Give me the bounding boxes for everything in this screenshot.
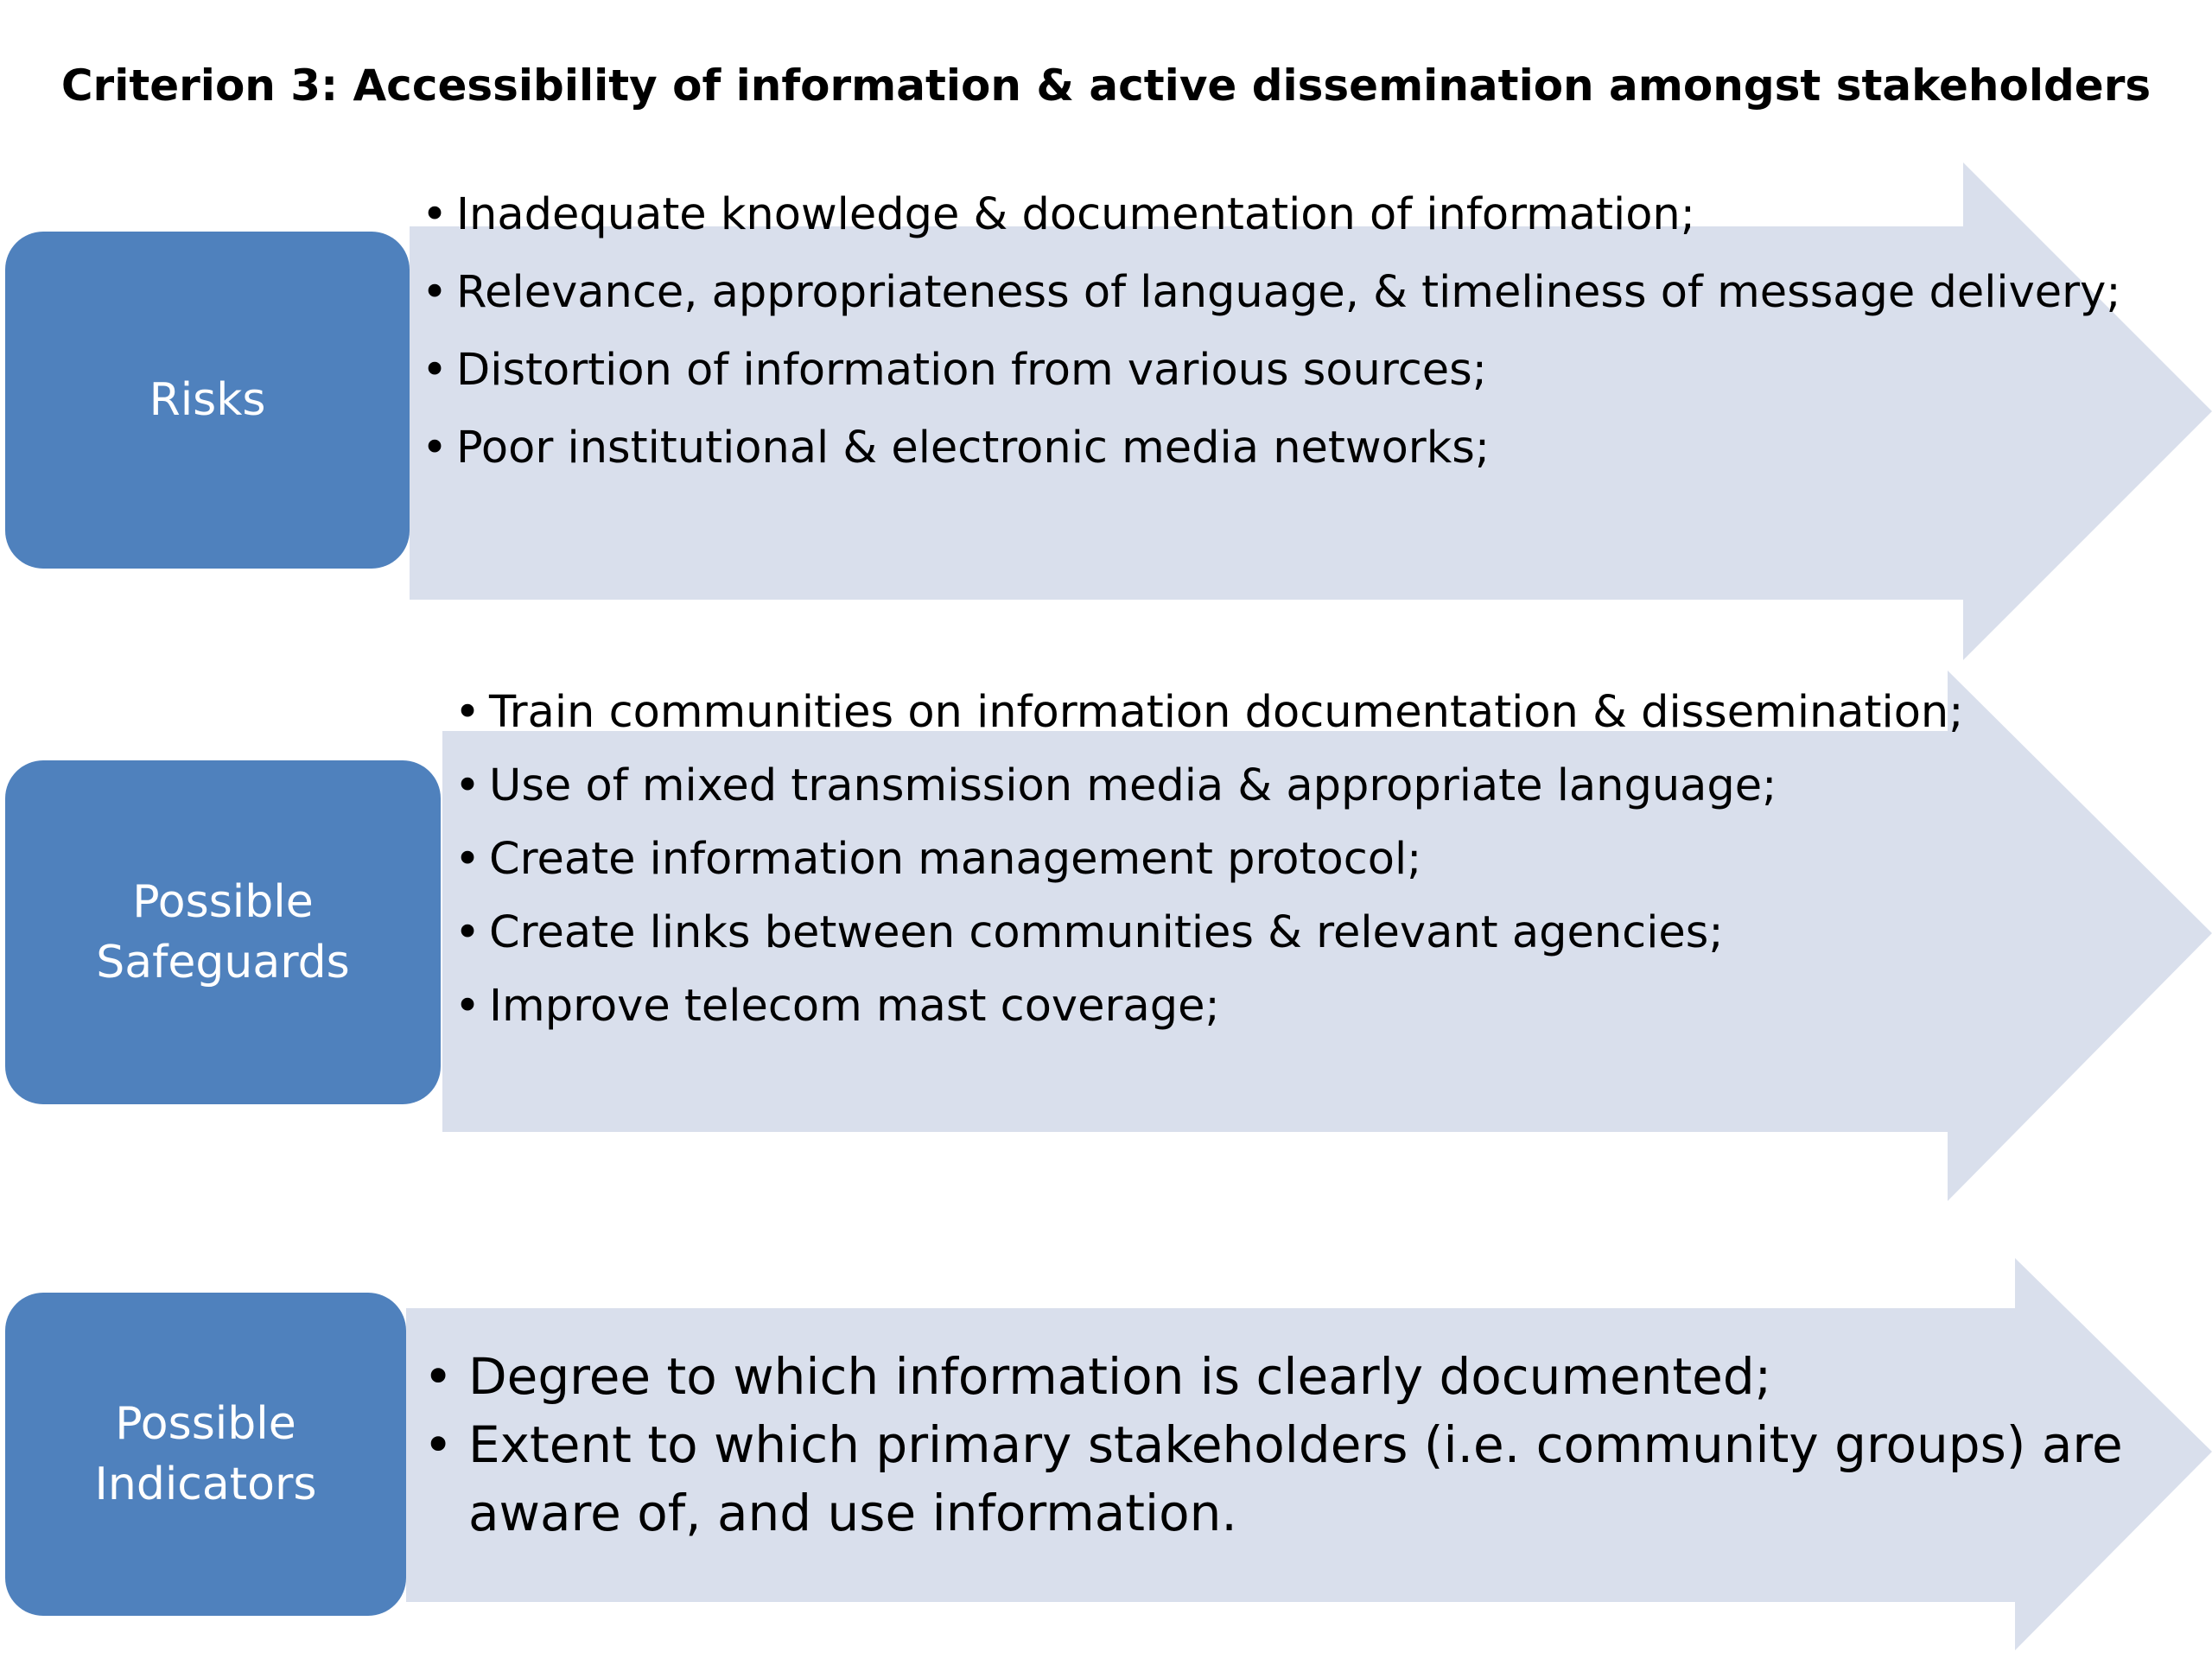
bullet-icon: • <box>423 1415 454 1474</box>
bullet-icon: • <box>422 345 448 396</box>
bullet-icon: • <box>454 981 481 1032</box>
list-item-text: Improve telecom mast coverage; <box>489 981 1220 1032</box>
bullet-icon: • <box>454 760 481 811</box>
indicators-label-box: Possible Indicators <box>5 1293 406 1616</box>
list-item-text: Degree to which information is clearly d… <box>468 1347 1772 1406</box>
list-item-text: Extent to which primary stakeholders (i.… <box>468 1415 2123 1542</box>
list-item-text: Train communities on information documen… <box>489 687 1964 738</box>
bullet-icon: • <box>454 834 481 885</box>
list-item: •Inadequate knowledge & documentation of… <box>422 176 2121 254</box>
list-item: •Poor institutional & electronic media n… <box>422 410 2121 487</box>
indicators-arrow <box>406 1258 2212 1650</box>
risks-label: Risks <box>149 374 266 426</box>
list-item-text: Inadequate knowledge & documentation of … <box>456 189 1695 240</box>
list-item-text: Poor institutional & electronic media ne… <box>456 423 1491 474</box>
bullet-icon: • <box>454 907 481 958</box>
list-item-text: Create links between communities & relev… <box>489 907 1724 958</box>
risks-label-box: Risks <box>5 232 410 569</box>
list-item: •Extent to which primary stakeholders (i… <box>423 1411 2153 1548</box>
bullet-icon: • <box>454 687 481 738</box>
indicators-label: Possible Indicators <box>94 1398 317 1510</box>
list-item-text: Create information management protocol; <box>489 834 1422 885</box>
diagram-title: Criterion 3: Accessibility of informatio… <box>60 60 2152 111</box>
list-item: •Use of mixed transmission media & appro… <box>454 749 1963 823</box>
list-item: •Create links between communities & rele… <box>454 896 1963 969</box>
list-item: •Distortion of information from various … <box>422 332 2121 410</box>
list-item: •Train communities on information docume… <box>454 676 1964 749</box>
list-item: •Degree to which information is clearly … <box>423 1343 2153 1411</box>
indicators-list: •Degree to which information is clearly … <box>423 1343 2153 1548</box>
list-item: •Improve telecom mast coverage; <box>454 969 1963 1043</box>
risks-list: •Inadequate knowledge & documentation of… <box>422 176 2121 487</box>
safeguards-list: •Train communities on information docume… <box>454 676 1964 1043</box>
bullet-icon: • <box>423 1347 454 1406</box>
bullet-icon: • <box>422 267 448 318</box>
safeguards-label-box: Possible Safeguards <box>5 760 441 1104</box>
list-item: •Create information management protocol; <box>454 823 1963 896</box>
list-item-text: Distortion of information from various s… <box>456 345 1487 396</box>
list-item-text: Use of mixed transmission media & approp… <box>489 760 1777 811</box>
bullet-icon: • <box>422 189 448 240</box>
safeguards-label: Possible Safeguards <box>96 876 350 988</box>
bullet-icon: • <box>422 423 448 474</box>
safeguards-arrow <box>442 671 2212 1201</box>
risks-arrow <box>410 162 2212 660</box>
list-item-text: Relevance, appropriateness of language, … <box>456 267 2121 318</box>
list-item: •Relevance, appropriateness of language,… <box>422 254 2121 332</box>
